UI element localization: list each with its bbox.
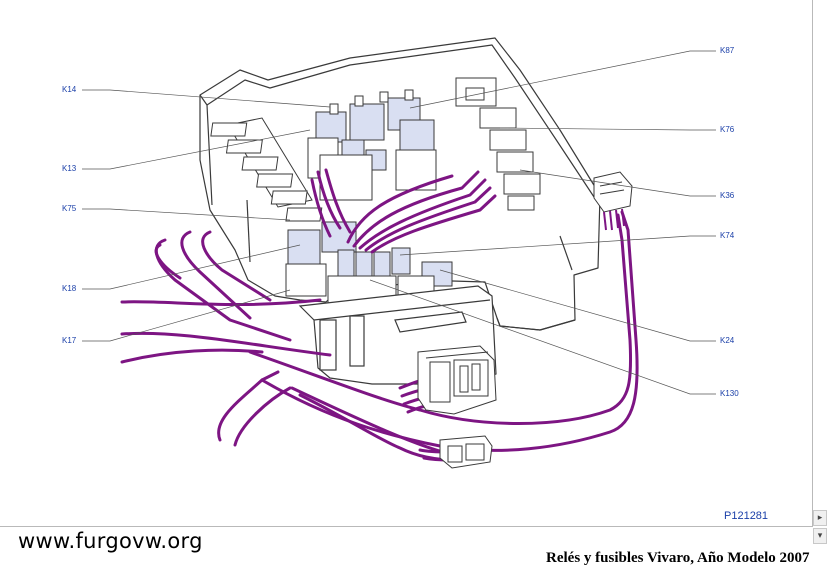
chevron-right-icon: ▸ — [817, 513, 823, 523]
scroll-down-button[interactable] — [813, 528, 827, 544]
label-k24: K24 — [720, 336, 735, 345]
connector-bracket — [298, 285, 497, 385]
label-k75: K75 — [62, 204, 77, 213]
chevron-down-icon: ▾ — [817, 531, 823, 541]
viewer-right-edge — [812, 0, 813, 526]
watermark: www.furgovw.org — [18, 529, 203, 553]
caption: Relés y fusibles Vivaro, Año Modelo 2007 — [546, 550, 810, 566]
label-k14: K14 — [62, 85, 77, 94]
relay-block-top — [307, 89, 437, 201]
scroll-right-button[interactable] — [813, 510, 827, 526]
right-connector — [593, 171, 633, 213]
label-k36: K36 — [720, 191, 735, 200]
figure-code: P121281 — [724, 510, 769, 522]
left-fuse-column — [210, 117, 323, 222]
lower-connector — [439, 435, 493, 469]
front-connector — [417, 345, 497, 415]
right-connector-wires — [603, 208, 625, 231]
leader-lines — [82, 50, 716, 395]
label-k17: K17 — [62, 336, 77, 345]
label-k13: K13 — [62, 164, 77, 173]
label-k130: K130 — [720, 389, 739, 398]
label-k87: K87 — [720, 46, 735, 55]
label-k18: K18 — [62, 284, 77, 293]
label-k74: K74 — [720, 231, 735, 240]
viewer-bottom-edge — [0, 526, 813, 527]
label-k76: K76 — [720, 125, 735, 134]
